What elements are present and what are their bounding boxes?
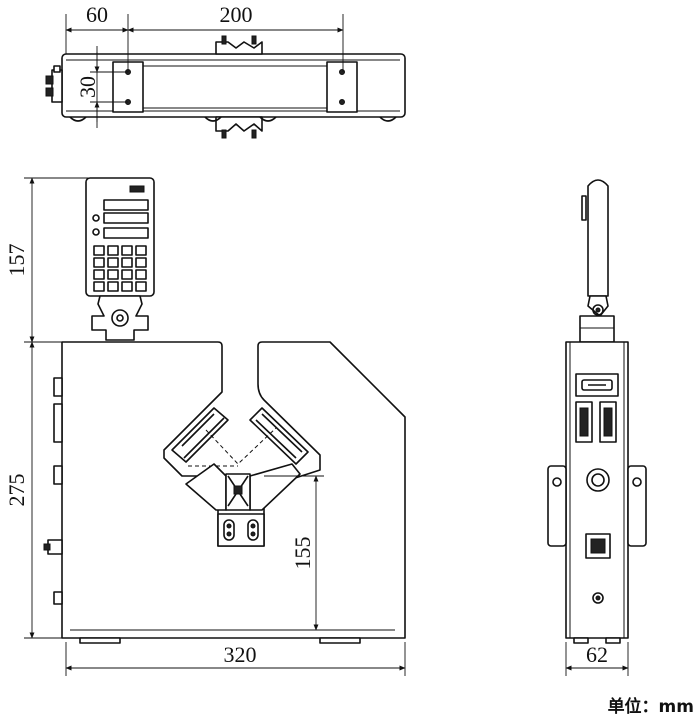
unit-note: 单位：mm	[608, 696, 694, 717]
display-mount	[91, 295, 149, 341]
keypad	[93, 245, 147, 292]
top-view-top-clamp	[215, 41, 263, 55]
side-view: 62	[547, 179, 647, 676]
top-view-bottom-clamp	[215, 116, 263, 132]
dim-front-157: 157	[4, 244, 29, 277]
side-display	[587, 179, 609, 297]
dim-side-62: 62	[586, 642, 608, 667]
front-body	[61, 341, 406, 639]
dim-front-320: 320	[224, 642, 257, 667]
dim-top-200: 200	[220, 2, 253, 27]
v-block-right	[249, 407, 309, 465]
v-block-left	[171, 407, 229, 463]
dim-top-30: 30	[75, 76, 100, 98]
dim-front-275: 275	[4, 474, 29, 507]
front-view: 157 275 320 155	[4, 177, 406, 676]
dim-top-60: 60	[86, 2, 108, 27]
top-view: 60 200 30	[45, 2, 406, 139]
side-knob	[586, 468, 610, 492]
dim-front-155: 155	[290, 537, 315, 570]
